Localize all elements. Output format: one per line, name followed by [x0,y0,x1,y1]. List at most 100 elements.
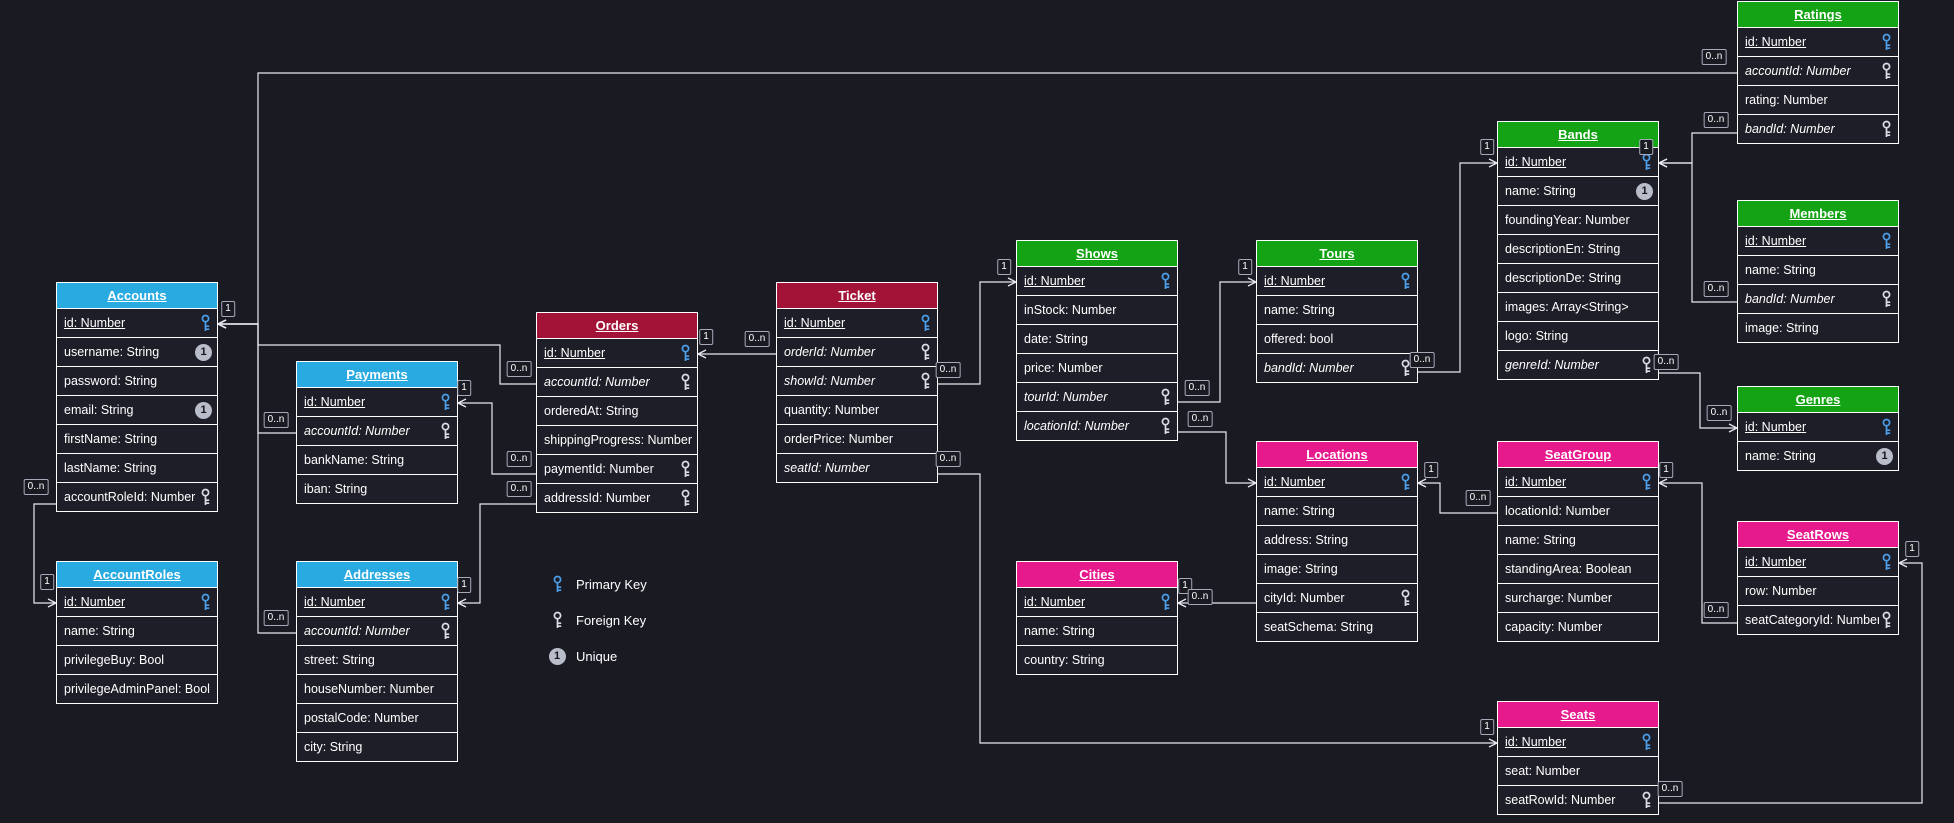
field-orderedat[interactable]: orderedAt: String [536,396,698,426]
field-iban[interactable]: iban: String [296,474,458,504]
field-postalcode[interactable]: postalCode: Number [296,703,458,733]
entity-title-accountroles[interactable]: AccountRoles [56,561,218,588]
field-genreid[interactable]: genreId: Number [1497,350,1659,380]
field-image[interactable]: image: String [1256,554,1418,584]
field-instock[interactable]: inStock: Number [1016,295,1178,325]
field-id[interactable]: id: Number [296,387,458,417]
entity-title-orders[interactable]: Orders [536,312,698,339]
field-tourid[interactable]: tourId: Number [1016,382,1178,412]
field-firstname[interactable]: firstName: String [56,424,218,454]
field-id[interactable]: id: Number [1256,266,1418,296]
field-name[interactable]: name: String [1256,496,1418,526]
field-date[interactable]: date: String [1016,324,1178,354]
entity-title-addresses[interactable]: Addresses [296,561,458,588]
field-images[interactable]: images: Array<String> [1497,292,1659,322]
field-logo[interactable]: logo: String [1497,321,1659,351]
entity-title-accounts[interactable]: Accounts [56,282,218,309]
entity-title-seatrows[interactable]: SeatRows [1737,521,1899,548]
entity-title-cities[interactable]: Cities [1016,561,1178,588]
field-privilegebuy[interactable]: privilegeBuy: Bool [56,645,218,675]
field-id[interactable]: id: Number [1256,467,1418,497]
field-id[interactable]: id: Number [1737,412,1899,442]
field-bankname[interactable]: bankName: String [296,445,458,475]
field-locationid[interactable]: locationId: Number [1497,496,1659,526]
entity-title-seatgroup[interactable]: SeatGroup [1497,441,1659,468]
field-password[interactable]: password: String [56,366,218,396]
entity-title-genres[interactable]: Genres [1737,386,1899,413]
field-addressid[interactable]: addressId: Number [536,483,698,513]
field-name[interactable]: name: String [56,616,218,646]
field-country[interactable]: country: String [1016,645,1178,675]
field-orderprice[interactable]: orderPrice: Number [776,424,938,454]
field-price[interactable]: price: Number [1016,353,1178,383]
field-name[interactable]: name: String [1016,616,1178,646]
field-name[interactable]: name: String [1256,295,1418,325]
entity-title-seats[interactable]: Seats [1497,701,1659,728]
field-address[interactable]: address: String [1256,525,1418,555]
field-id[interactable]: id: Number [56,308,218,338]
field-id[interactable]: id: Number [1737,27,1899,57]
field-shippingprogress[interactable]: shippingProgress: Number [536,425,698,455]
field-city[interactable]: city: String [296,732,458,762]
field-showid[interactable]: showId: Number [776,366,938,396]
field-descriptionen[interactable]: descriptionEn: String [1497,234,1659,264]
field-paymentid[interactable]: paymentId: Number [536,454,698,484]
field-name[interactable]: name: String [1737,255,1899,285]
field-standingarea[interactable]: standingArea: Boolean [1497,554,1659,584]
field-seatcategoryid[interactable]: seatCategoryId: Number [1737,605,1899,635]
field-quantity[interactable]: quantity: Number [776,395,938,425]
field-id[interactable]: id: Number [1497,147,1659,177]
field-seatschema[interactable]: seatSchema: String [1256,612,1418,642]
field-offered[interactable]: offered: bool [1256,324,1418,354]
field-image[interactable]: image: String [1737,313,1899,343]
field-id[interactable]: id: Number [56,587,218,617]
field-seat[interactable]: seat: Number [1497,756,1659,786]
entity-title-locations[interactable]: Locations [1256,441,1418,468]
entity-title-tours[interactable]: Tours [1256,240,1418,267]
field-cityid[interactable]: cityId: Number [1256,583,1418,613]
field-id[interactable]: id: Number [1016,587,1178,617]
field-id[interactable]: id: Number [1737,547,1899,577]
field-id[interactable]: id: Number [1016,266,1178,296]
field-seatrowid[interactable]: seatRowId: Number [1497,785,1659,815]
field-id[interactable]: id: Number [776,308,938,338]
field-accountid[interactable]: accountId: Number [1737,56,1899,86]
field-seatid[interactable]: seatId: Number [776,453,938,483]
field-locationid[interactable]: locationId: Number [1016,411,1178,441]
field-orderid[interactable]: orderId: Number [776,337,938,367]
field-id[interactable]: id: Number [1497,467,1659,497]
field-capacity[interactable]: capacity: Number [1497,612,1659,642]
field-accountid[interactable]: accountId: Number [296,416,458,446]
field-bandid[interactable]: bandId: Number [1256,353,1418,383]
field-descriptionde[interactable]: descriptionDe: String [1497,263,1659,293]
field-row[interactable]: row: Number [1737,576,1899,606]
field-bandid[interactable]: bandId: Number [1737,114,1899,144]
field-housenumber[interactable]: houseNumber: Number [296,674,458,704]
entity-title-ratings[interactable]: Ratings [1737,1,1899,28]
field-id[interactable]: id: Number [1737,226,1899,256]
field-foundingyear[interactable]: foundingYear: Number [1497,205,1659,235]
field-accountroleid[interactable]: accountRoleId: Number [56,482,218,512]
field-name[interactable]: name: String [1497,525,1659,555]
field-privilegeadminpanel[interactable]: privilegeAdminPanel: Bool [56,674,218,704]
